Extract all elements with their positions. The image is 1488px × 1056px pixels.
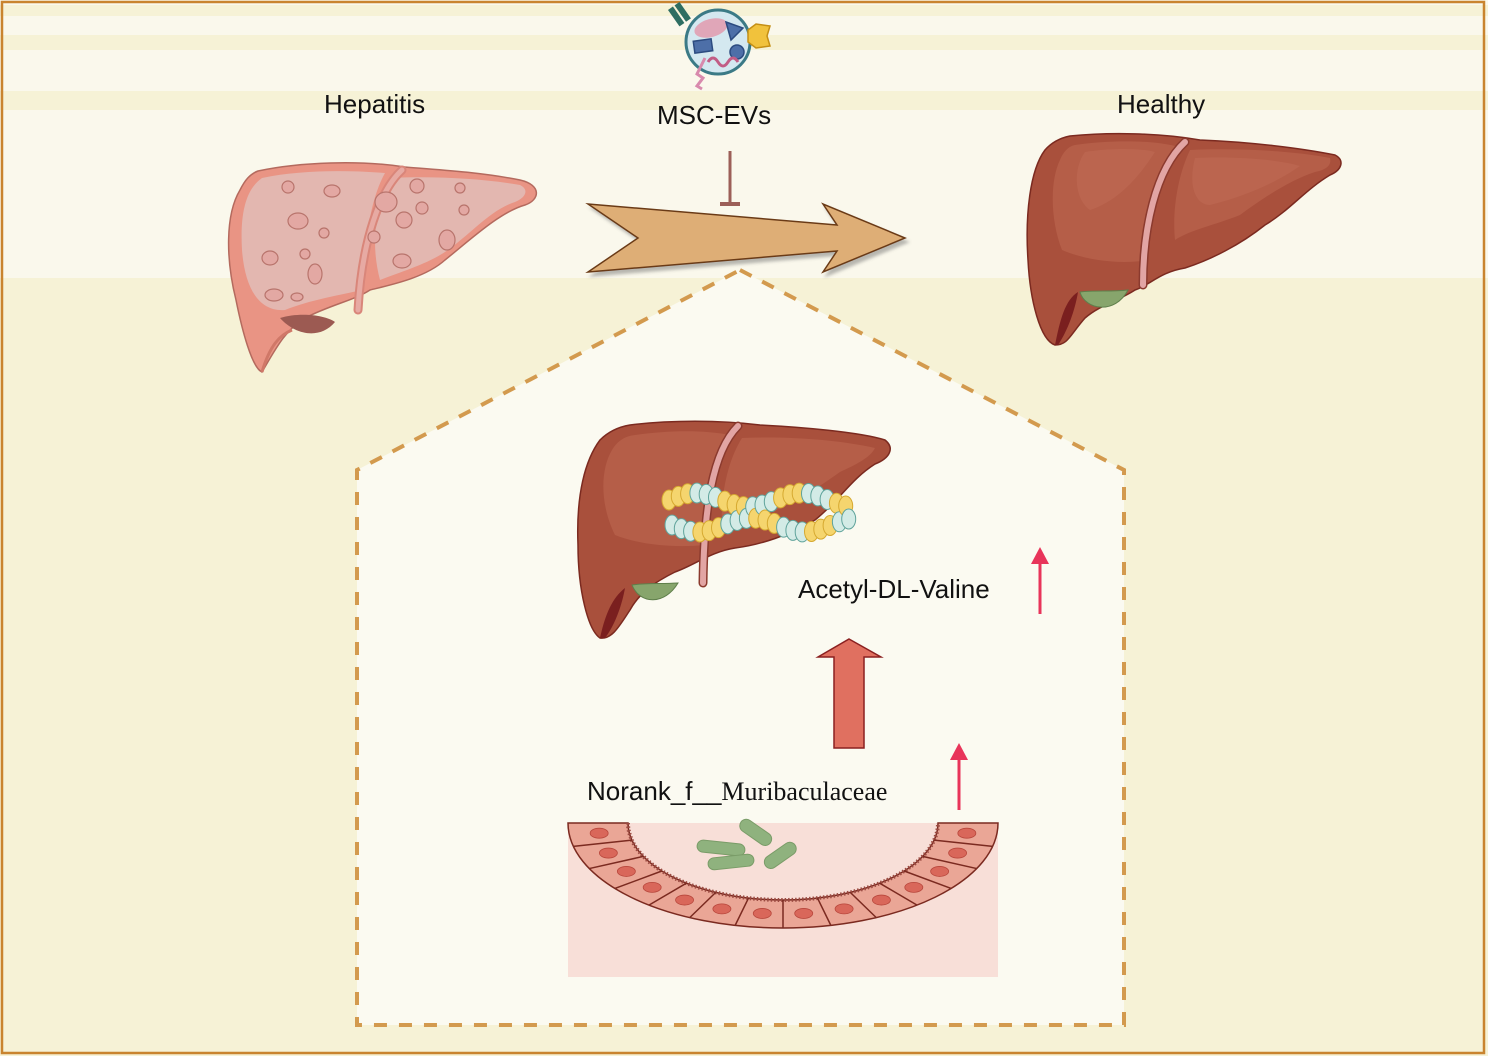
healthy-label: Healthy — [1117, 89, 1206, 119]
treatment-label: MSC-EVs — [657, 100, 772, 130]
healthy-liver-icon — [1026, 132, 1342, 346]
extracellular-vesicle-icon — [668, 1, 771, 91]
cell-boundary — [573, 839, 632, 848]
cell-nucleus — [642, 881, 662, 893]
bacteria-increase-arrow-icon — [950, 743, 968, 810]
bacteria-prefix: Norank_f__ — [587, 776, 722, 806]
cell-nucleus — [794, 908, 814, 919]
cell-nucleus — [834, 903, 854, 915]
cell-boundary — [849, 891, 877, 919]
metabolite-bead — [841, 508, 857, 530]
cell-nucleus — [712, 903, 732, 915]
cell-nucleus — [948, 847, 968, 859]
metabolite-increase-arrow-icon — [1031, 547, 1049, 614]
cell-nucleus — [904, 881, 924, 893]
cell-boundary — [614, 870, 663, 890]
cell-boundary — [816, 897, 832, 926]
cell-boundary — [879, 882, 918, 906]
cell-boundary — [934, 839, 993, 848]
cell-nucleus — [930, 866, 950, 877]
cell-nucleus — [957, 827, 977, 839]
bacteria-icon — [696, 818, 797, 871]
cell-nucleus — [675, 894, 694, 906]
liver-metabolite-icon — [576, 420, 891, 639]
promotes-arrow — [815, 638, 884, 749]
transition-arrow — [585, 202, 907, 274]
bacteria-name: Muribaculaceae — [721, 777, 888, 806]
cell-boundary — [734, 897, 750, 926]
cell-nucleus — [589, 827, 609, 839]
cell-boundary — [589, 855, 644, 870]
hepatitis-label: Hepatitis — [324, 89, 426, 119]
cell-nucleus — [872, 894, 891, 906]
cell-nucleus — [752, 908, 772, 919]
metabolite-label: Acetyl-DL-Valine — [798, 574, 990, 604]
cell-boundary — [903, 870, 952, 890]
cell-boundary — [689, 891, 717, 919]
metabolite-chain — [661, 482, 857, 543]
cell-boundary — [922, 855, 977, 870]
cell-nucleus — [616, 866, 636, 877]
cell-boundary — [648, 882, 687, 906]
bacteria-label: Norank_f__Muribaculaceae — [587, 778, 887, 805]
hepatitis-liver-icon — [227, 162, 538, 373]
inhibition-symbol — [720, 151, 740, 206]
cell-nucleus — [598, 847, 618, 859]
